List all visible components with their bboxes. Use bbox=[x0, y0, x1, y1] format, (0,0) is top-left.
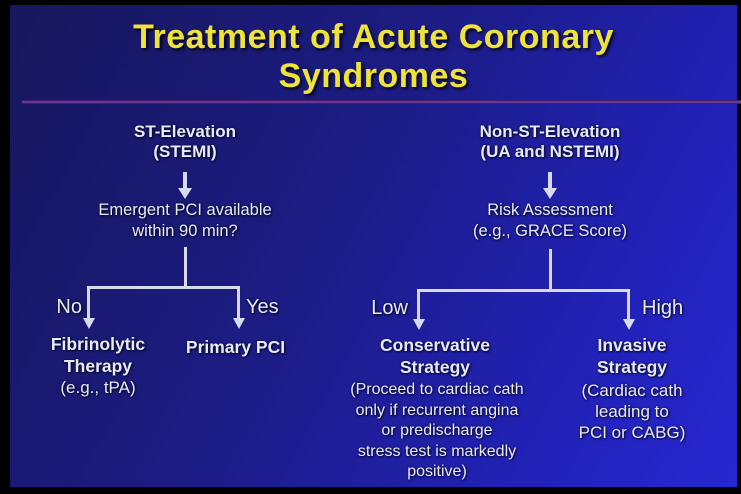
fibrinolytic-line2: Therapy bbox=[63, 355, 133, 376]
slide-title-line2: Syndromes bbox=[278, 57, 469, 95]
title-divider-line bbox=[22, 100, 741, 104]
nstemi-header-line1: Non-ST-Elevation bbox=[479, 122, 621, 141]
conservative-line2: Strategy bbox=[399, 356, 471, 377]
fibrinolytic-line1: Fibrinolytic bbox=[50, 334, 146, 354]
conservative-note: (Proceed to cardiac cath only if recurre… bbox=[350, 381, 524, 480]
conservative-line1: Conservative bbox=[380, 335, 490, 355]
risk-assessment-line2: (e.g., GRACE Score) bbox=[472, 222, 628, 240]
stemi-question: Emergent PCI available within 90 min? bbox=[65, 200, 305, 242]
stemi-header-line2: (STEMI) bbox=[153, 141, 217, 161]
no-arrowhead-icon bbox=[82, 318, 95, 329]
no-label: No bbox=[56, 296, 82, 318]
high-arrowhead-icon bbox=[622, 319, 635, 330]
invasive-note: (Cardiac cath leading to PCI or CABG) bbox=[578, 381, 686, 442]
risk-assessment: Risk Assessment (e.g., GRACE Score) bbox=[440, 200, 660, 242]
stemi-question-line2: within 90 min? bbox=[132, 222, 238, 240]
conservative-outcome: Conservative Strategy bbox=[335, 335, 535, 378]
stemi-question-line1: Emergent PCI available bbox=[98, 201, 272, 219]
low-arrowhead-icon bbox=[412, 319, 425, 330]
invasive-line1: Invasive bbox=[597, 335, 667, 355]
low-label: Low bbox=[371, 297, 408, 319]
fibrinolytic-outcome: Fibrinolytic Therapy (e.g., tPA) bbox=[10, 334, 186, 398]
stemi-header-line1: ST-Elevation bbox=[133, 122, 237, 141]
nstemi-header: Non-ST-Elevation (UA and NSTEMI) bbox=[450, 122, 650, 161]
yes-label: Yes bbox=[246, 296, 279, 318]
slide-title-line1: Treatment of Acute Coronary bbox=[133, 18, 614, 56]
nstemi-header-line2: (UA and NSTEMI) bbox=[480, 141, 620, 161]
stemi-header: ST-Elevation (STEMI) bbox=[85, 122, 285, 161]
high-label: High bbox=[642, 297, 684, 319]
slide-background: Treatment of Acute Coronary Syndromes ST… bbox=[10, 5, 741, 487]
fibrinolytic-note: (e.g., tPA) bbox=[60, 378, 136, 397]
yes-arrowhead-icon bbox=[232, 318, 245, 329]
primary-pci-outcome: Primary PCI bbox=[185, 337, 286, 357]
invasive-outcome: Invasive Strategy bbox=[532, 335, 732, 378]
slide-title: Treatment of Acute Coronary Syndromes bbox=[10, 18, 737, 96]
invasive-line2: Strategy bbox=[596, 356, 668, 377]
risk-assessment-line1: Risk Assessment bbox=[487, 201, 613, 219]
